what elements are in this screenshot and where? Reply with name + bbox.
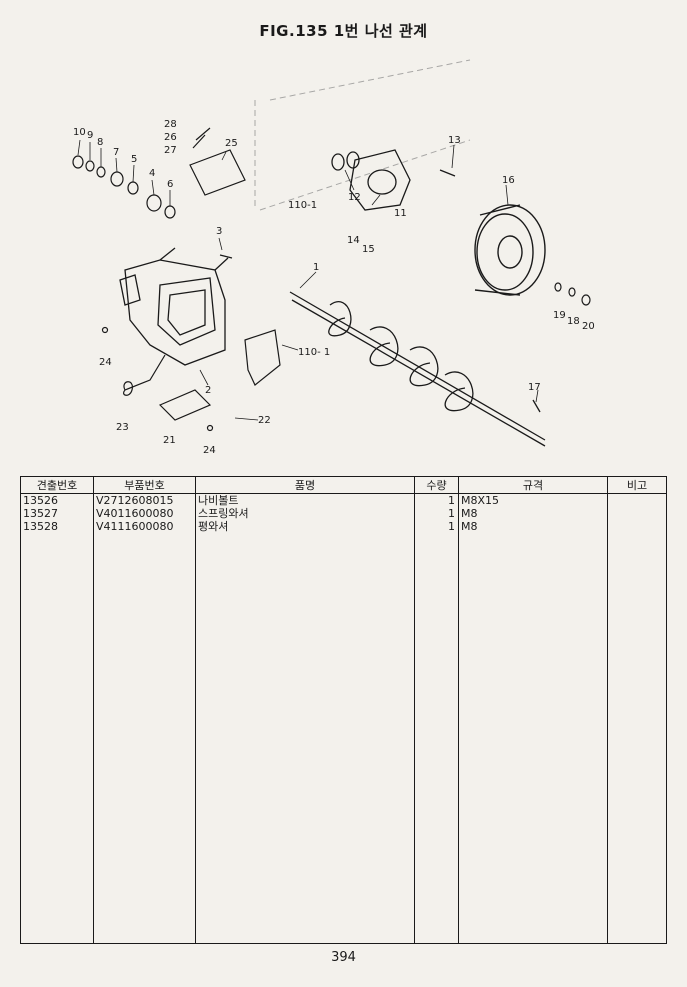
cell-spec: M8	[458, 507, 608, 520]
callout-5: 5	[131, 154, 137, 165]
parts-list-table: 견출번호 부품번호 품명 수량 규격 비고 13526 V2712608015 …	[20, 476, 667, 944]
header-remarks: 비고	[607, 476, 667, 494]
cell-name: 평와셔	[195, 520, 415, 533]
housing-assembly	[119, 247, 229, 366]
callout-24-b: 24	[203, 445, 216, 456]
callout-7: 7	[113, 147, 119, 158]
cell-qty: 1	[414, 520, 459, 533]
cell-note	[607, 507, 667, 520]
callout-2: 2	[205, 385, 211, 396]
cell-part: V2712608015	[93, 493, 196, 507]
cell-spec: M8	[458, 520, 608, 533]
table-row: 13526 V2712608015 나비볼트 1 M8X15	[20, 493, 667, 507]
auger-screw	[289, 291, 546, 447]
callout-20: 20	[582, 321, 595, 332]
cell-part: V4011600080	[93, 507, 196, 520]
table-header-row: 견출번호 부품번호 품명 수량 규격 비고	[20, 476, 667, 494]
cell-qty: 1	[414, 493, 459, 507]
torsion-spring	[123, 354, 166, 396]
page-title: FIG.135 1번 나선 관계	[259, 22, 428, 40]
exploded-parts-diagram: 10 9 8 7 5 4 6 28 26 27 25 3 1 2 110-1 1…	[72, 59, 595, 456]
cell-spec: M8X15	[458, 493, 608, 507]
callout-14: 14	[347, 235, 360, 246]
callout-15: 15	[362, 244, 375, 255]
header-quantity: 수량	[414, 476, 459, 494]
callout-21: 21	[163, 435, 176, 446]
cover-plate	[189, 149, 246, 196]
cell-note	[607, 520, 667, 533]
table-row: 13528 V4111600080 평와셔 1 M8	[20, 520, 667, 533]
table-empty-space	[20, 533, 667, 944]
callout-16: 16	[502, 175, 515, 186]
callout-13: 13	[448, 135, 461, 146]
cell-qty: 1	[414, 507, 459, 520]
cell-ref: 13528	[20, 520, 94, 533]
callout-labels: 10 9 8 7 5 4 6 28 26 27 25 3 1 2 110-1 1…	[73, 119, 595, 456]
cell-note	[607, 493, 667, 507]
callout-23: 23	[116, 422, 129, 433]
callout-26: 26	[164, 132, 177, 143]
callout-9: 9	[87, 130, 93, 141]
callout-1: 1	[313, 262, 319, 273]
cell-name: 나비볼트	[195, 493, 415, 507]
mount-plate	[158, 389, 212, 421]
cell-part: V4111600080	[93, 520, 196, 533]
cell-ref: 13526	[20, 493, 94, 507]
callout-22: 22	[258, 415, 271, 426]
callout-110-1-a: 110-1	[288, 200, 317, 211]
callout-25: 25	[225, 138, 238, 149]
callout-8: 8	[97, 137, 103, 148]
bearing-housing	[331, 149, 456, 211]
callout-11: 11	[394, 208, 407, 219]
page-number: 394	[331, 950, 356, 965]
header-part-name: 품명	[195, 476, 415, 494]
callout-6: 6	[167, 179, 173, 190]
washer-stack	[72, 155, 176, 219]
callout-10: 10	[73, 127, 86, 138]
header-part-no: 부품번호	[93, 476, 196, 494]
pulley	[474, 204, 546, 296]
callout-17: 17	[528, 382, 541, 393]
header-ref-no: 견출번호	[20, 476, 94, 494]
callout-110-1-b: 110- 1	[298, 347, 330, 358]
header-spec: 규격	[458, 476, 608, 494]
table-row: 13527 V4011600080 스프링와셔 1 M8	[20, 507, 667, 520]
callout-28: 28	[164, 119, 177, 130]
callout-3: 3	[216, 226, 222, 237]
callout-18: 18	[567, 316, 580, 327]
callout-19: 19	[553, 310, 566, 321]
callout-12: 12	[348, 192, 361, 203]
cell-ref: 13527	[20, 507, 94, 520]
cell-name: 스프링와셔	[195, 507, 415, 520]
callout-24-a: 24	[99, 357, 112, 368]
callout-27: 27	[164, 145, 177, 156]
callout-4: 4	[149, 168, 155, 179]
